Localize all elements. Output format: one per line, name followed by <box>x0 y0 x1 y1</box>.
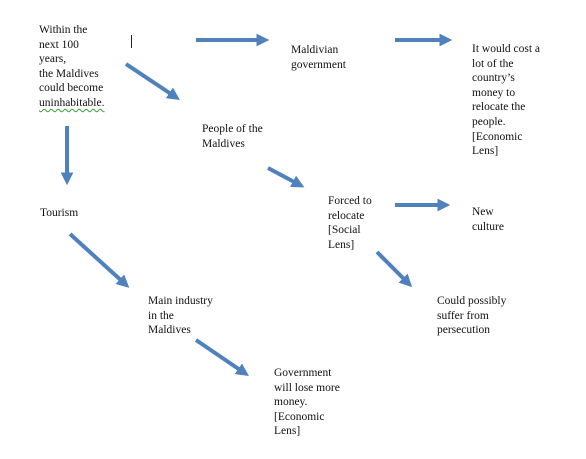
node-persecution-line: suffer from <box>437 309 489 322</box>
node-cost-line: country’s <box>472 72 515 85</box>
node-persecution-line: persecution <box>437 324 491 337</box>
node-tourism: Tourism <box>40 206 78 221</box>
node-cost-line: It would cost a <box>472 43 541 55</box>
node-relocate-line: Forced to <box>328 195 372 207</box>
text-cursor <box>131 35 132 48</box>
arrow-uninhabitable-to-people <box>124 62 180 100</box>
node-culture-line: culture <box>472 220 504 233</box>
node-relocate-line: [Social <box>328 224 361 237</box>
arrow-relocate-to-persecution <box>375 250 413 288</box>
node-industry-line: Maldives <box>148 324 191 337</box>
node-uninhabitable-line: could become <box>39 82 104 95</box>
node-people-line: Maldives <box>202 137 245 150</box>
node-industry-line: Main industry <box>148 295 213 307</box>
node-cost-line: money to <box>472 86 516 99</box>
node-persecution-line: Could possibly <box>437 295 507 307</box>
node-uninhabitable-line: Within the <box>39 24 88 36</box>
node-cost-line: [Economic <box>472 130 523 143</box>
node-uninhabitable-line: years, <box>39 53 67 66</box>
node-culture: New culture <box>472 205 504 234</box>
node-culture-line: New <box>472 206 494 218</box>
node-cost-line: relocate the <box>472 101 526 114</box>
node-money-line: Government <box>274 367 332 379</box>
node-money-line: Lens] <box>274 425 301 438</box>
node-government: Maldivian government <box>291 43 346 72</box>
node-relocate: Forced to relocate [Social Lens] <box>328 194 372 252</box>
node-money-line: [Economic <box>274 410 325 423</box>
node-cost-line: people. <box>472 115 506 128</box>
node-cost-line: lot of the <box>472 57 514 70</box>
arrow-people-to-relocate <box>267 166 305 188</box>
node-money-line: money. <box>274 396 308 409</box>
node-uninhabitable-line: uninhabitable. <box>39 96 105 109</box>
node-money: Government will lose more money. [Econom… <box>274 366 340 439</box>
node-persecution: Could possibly suffer from persecution <box>437 294 506 338</box>
node-uninhabitable-line: next 100 <box>39 38 79 51</box>
node-people-line: People of the <box>202 123 263 135</box>
node-money-line: will lose more <box>274 381 340 394</box>
node-people: People of the Maldives <box>202 122 263 151</box>
arrow-tourism-to-industry <box>68 232 130 288</box>
node-government-line: Maldivian <box>291 44 339 56</box>
node-relocate-line: Lens] <box>328 238 355 251</box>
node-industry: Main industry in the Maldives <box>148 294 213 338</box>
node-uninhabitable: Within the next 100 years, the Maldives … <box>39 23 104 111</box>
node-relocate-line: relocate <box>328 209 365 222</box>
node-industry-line: in the <box>148 309 174 322</box>
arrow-industry-to-money <box>194 338 249 377</box>
node-uninhabitable-line: the Maldives <box>39 67 99 80</box>
node-cost: It would cost a lot of the country’s mon… <box>472 42 540 159</box>
node-tourism-line: Tourism <box>40 207 79 219</box>
node-government-line: government <box>291 58 346 71</box>
node-cost-line: Lens] <box>472 145 499 158</box>
